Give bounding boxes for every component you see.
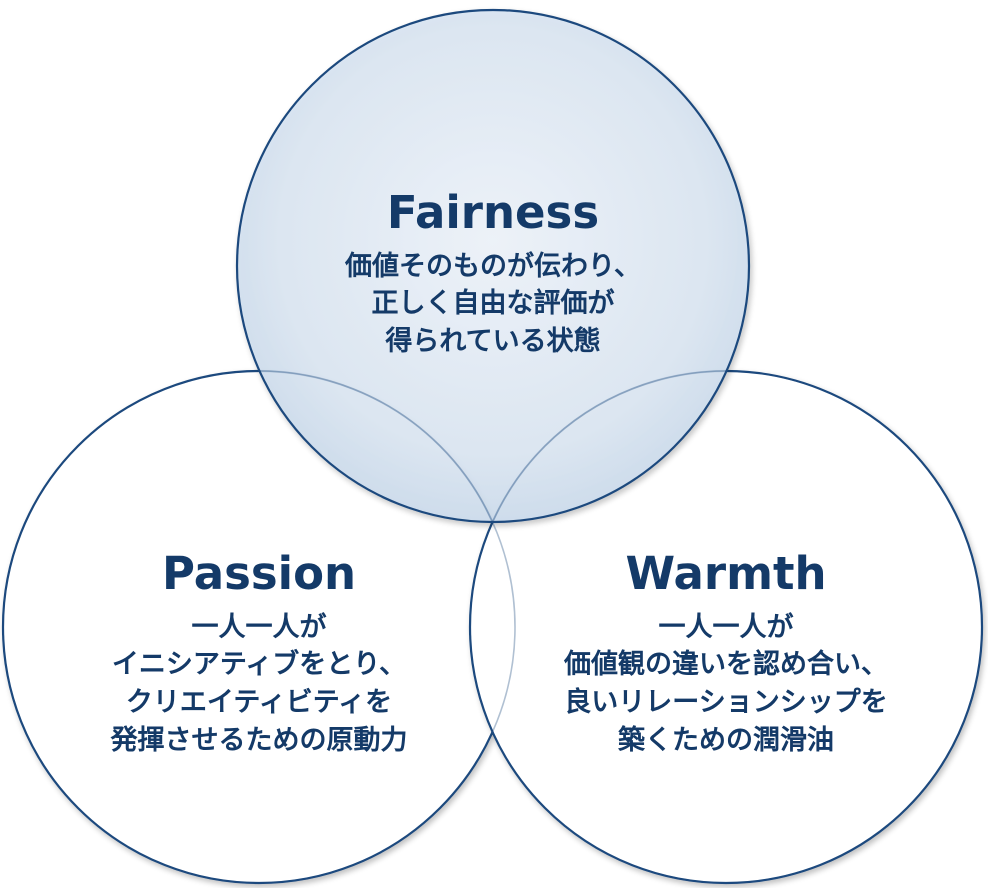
- passion-line-3: クリエイティビティを: [126, 687, 392, 718]
- fairness-line-2: 正しく自由な評価が: [372, 287, 615, 319]
- warmth-line-3: 良いリレーションシップを: [564, 686, 887, 718]
- passion-line-1: 一人一人が: [192, 611, 327, 643]
- fairness-line-3: 得られている状態: [384, 325, 600, 357]
- fairness-line-1: 価値そのものが伝わり、: [344, 250, 641, 282]
- passion-line-4: 発揮させるための原動力: [110, 725, 408, 756]
- passion-line-2: イニシアティブをとり、: [112, 648, 406, 680]
- fairness-circle: [235, 8, 751, 524]
- warmth-line-1: 一人一人が: [659, 611, 794, 643]
- warmth-title: Warmth: [625, 547, 826, 600]
- passion-title: Passion: [162, 547, 356, 600]
- fairness-title: Fairness: [387, 186, 599, 239]
- warmth-line-2: 価値観の違いを認め合い、: [563, 648, 888, 680]
- warmth-line-4: 築くための潤滑油: [617, 724, 834, 756]
